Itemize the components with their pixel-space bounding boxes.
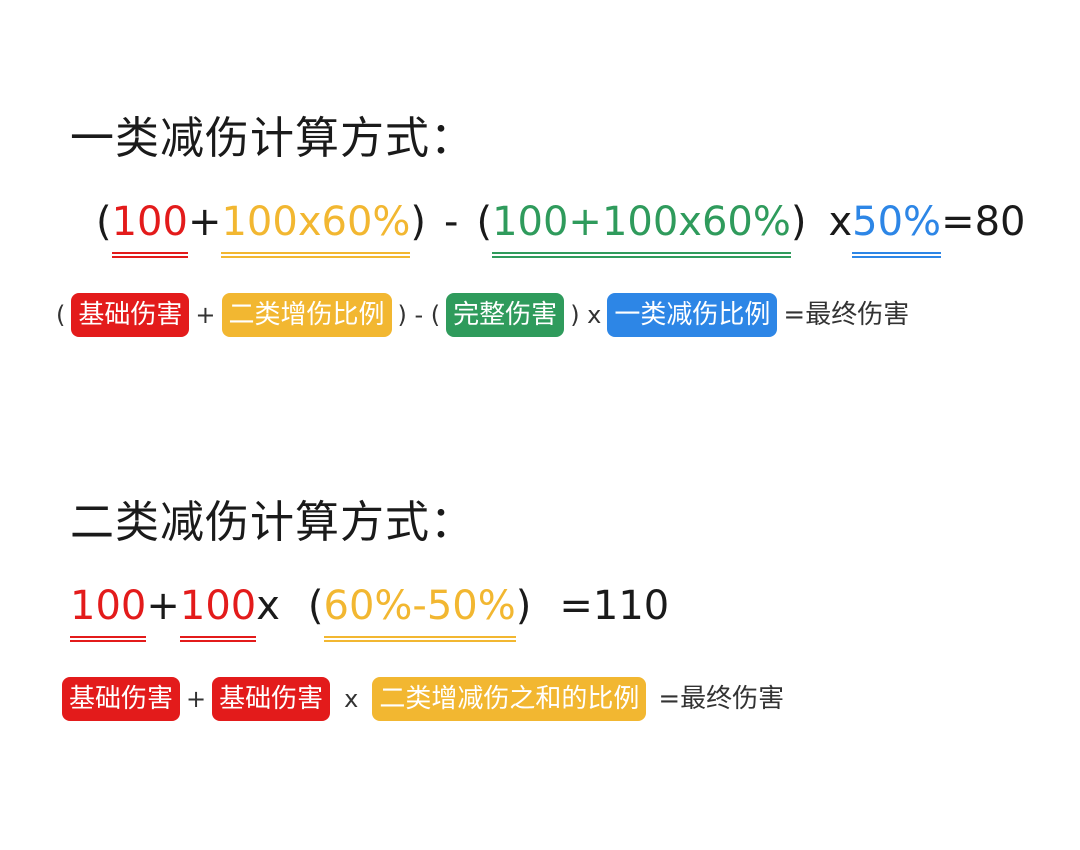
times-sign: x (344, 685, 359, 713)
result-value: =80 (941, 199, 1026, 245)
section1-formula: (100+100x60%) - (100+100x60%) x50%=80 (96, 192, 1026, 258)
combined-ratio-value: 60%-50% (323, 576, 517, 642)
plus-sign: + (195, 301, 216, 329)
minus-sign: ) - ( (397, 301, 441, 329)
paren-close: ) (515, 583, 532, 629)
base-damage-value: 100 (111, 192, 189, 258)
times-sign: x (828, 199, 853, 245)
plus-sign: + (187, 199, 222, 245)
section2-title: 二类减伤计算方式： (70, 497, 475, 548)
base-damage-tag: 基础伤害 (71, 293, 190, 337)
combined-ratio-tag: 二类增减伤之和的比例 (372, 677, 647, 721)
base-damage-tag: 基础伤害 (62, 677, 181, 721)
times-sign: ) x (570, 301, 602, 329)
bonus-ratio-tag: 二类增伤比例 (221, 293, 392, 337)
paren-open: ( (96, 199, 112, 245)
paren-close: ) (790, 199, 807, 245)
minus-sign: - (444, 199, 459, 245)
result-label: =最终伤害 (783, 300, 910, 330)
times-sign: x (256, 583, 280, 629)
result-label: =最终伤害 (658, 684, 785, 714)
bonus-damage-value: 100x60% (221, 192, 410, 258)
paren-open: ( (307, 583, 324, 629)
result-value: =110 (559, 583, 670, 629)
reduction-ratio-tag: 一类减伤比例 (607, 293, 778, 337)
section2-legend: 基础伤害 + 基础伤害 x 二类增减伤之和的比例 =最终伤害 (62, 676, 790, 722)
full-damage-value: 100+100x60% (492, 192, 791, 258)
reduction-ratio-value: 50% (852, 192, 941, 258)
plus-sign: + (186, 685, 207, 713)
paren-open: ( (476, 199, 493, 245)
paren-open: ( (56, 301, 66, 329)
base-damage-value: 100 (70, 576, 147, 642)
base-damage-value-2: 100 (179, 576, 257, 642)
section2-formula: 100+100x(60%-50%)=110 (70, 576, 670, 642)
section1-title: 一类减伤计算方式： (70, 113, 475, 164)
base-damage-tag-2: 基础伤害 (212, 677, 331, 721)
paren-close: ) (410, 199, 427, 245)
section1-legend: ( 基础伤害 + 二类增伤比例 ) - ( 完整伤害 ) x 一类减伤比例 =最… (50, 292, 915, 338)
plus-sign: + (146, 583, 180, 629)
full-damage-tag: 完整伤害 (446, 293, 565, 337)
